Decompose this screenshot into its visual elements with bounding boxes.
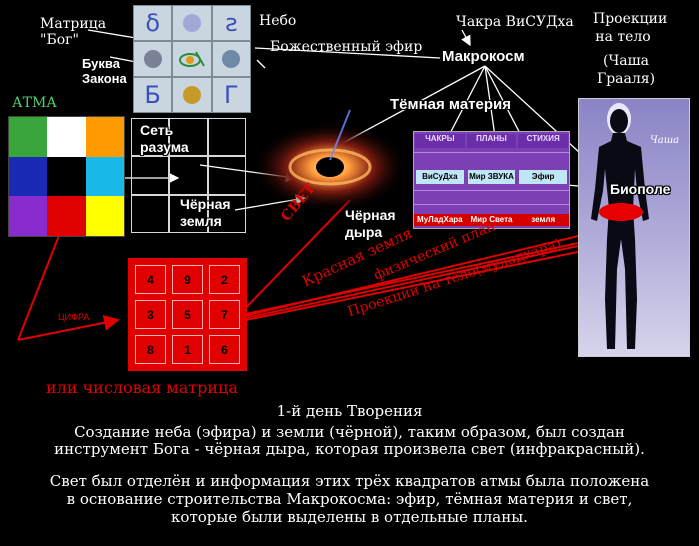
digit-label: ЦИФРА (58, 312, 90, 322)
letter-matrix: δ ƨ Б Г (133, 5, 251, 113)
chakra-label: Чакра ВиСУДха (456, 14, 574, 30)
table-row (414, 190, 569, 203)
table-header-cell: СТИХИЯ (518, 134, 569, 148)
caption-para2-line2: в основание строительства Макрокосма: эф… (66, 490, 633, 508)
number-cell: 9 (172, 265, 203, 294)
table-cell: МуЛадХара (417, 215, 463, 224)
atma-cell-blue (9, 156, 48, 197)
sky-label: Небо (259, 13, 297, 29)
number-matrix-label: или числовая матрица (46, 378, 238, 397)
table-cell: Мир Света (470, 215, 513, 224)
number-cell: 3 (135, 300, 166, 329)
net-of-reason-label: Сеть разума (140, 122, 189, 155)
eye-icon (172, 41, 212, 77)
atma-cell-green (9, 117, 48, 157)
table-row (414, 152, 569, 165)
atma-cell-cyan (85, 156, 124, 197)
number-cell: 4 (135, 265, 166, 294)
caption-para1-line2: инструмент Бога - чёрная дыра, которая п… (54, 440, 645, 458)
letter-law-label: Буква Закона (82, 56, 127, 86)
table-header-cell: ЧАКРЫ (415, 134, 465, 148)
atma-cell-purple (9, 196, 48, 236)
letter-cell-dot (172, 5, 212, 41)
number-matrix: 4 9 2 3 5 7 8 1 6 (128, 258, 247, 371)
atma-cell-yellow (85, 196, 124, 236)
atma-cell-white (47, 117, 86, 157)
biopole-label: Биополе (610, 181, 671, 197)
plans-table: ЧАКРЫ ПЛАНЫ СТИХИЯ ВиСуДха Мир ЗВУКА Эфи… (413, 131, 570, 229)
grail-label: (Чаша Грааля) (596, 53, 656, 87)
letter-cell-dot (133, 41, 173, 77)
number-cell: 7 (209, 300, 240, 329)
table-cell: земля (531, 215, 556, 224)
body-projections-label: Проекции на тело (593, 11, 668, 45)
black-hole-label: Чёрная дыра (345, 207, 396, 240)
chasha-label: Чаша (650, 135, 680, 146)
table-row (414, 204, 569, 215)
net-of-reason-grid (131, 118, 246, 233)
atma-cell-orange (85, 117, 124, 157)
body-projection-image (578, 98, 690, 357)
black-earth-label: Чёрная земля (180, 196, 231, 229)
number-cell: 1 (172, 335, 203, 364)
matrix-god-label: Матрица "Бог" (40, 16, 107, 48)
caption-para1-line1: Создание неба (эфира) и земли (чёрной), … (74, 423, 625, 441)
letter-cell-delta: δ (133, 5, 173, 41)
table-cell: Мир ЗВУКА (467, 170, 516, 184)
number-cell: 8 (135, 335, 166, 364)
table-cell: ВиСуДха (416, 170, 464, 184)
caption-para2-line1: Свет был отделён и информация этих трёх … (49, 472, 650, 490)
atma-label: АТМА (12, 95, 57, 111)
caption-title: 1-й день Творения (276, 402, 423, 420)
dark-matter-label: Тёмная материя (390, 96, 511, 113)
table-header-cell: ПЛАНЫ (466, 134, 517, 148)
caption-para2-line3: которые были выделены в отдельные планы. (171, 508, 528, 526)
table-row: МуЛадХара Мир Света земля (414, 214, 569, 226)
letter-cell-dot (172, 77, 212, 113)
table-row: ВиСуДха Мир ЗВУКА Эфир (414, 170, 569, 184)
atma-cell-black (47, 156, 86, 197)
body-silhouette-icon (591, 103, 649, 349)
table-cell: Эфир (519, 170, 568, 184)
number-cell: 5 (172, 300, 203, 329)
macrocosm-label: Макрокосм (442, 48, 525, 65)
table-header-row: ЧАКРЫ ПЛАНЫ СТИХИЯ (414, 134, 569, 148)
number-cell: 6 (209, 335, 240, 364)
atma-color-grid (8, 116, 125, 237)
letter-cell-s: ƨ (211, 5, 251, 41)
letter-cell-b: Б (133, 77, 173, 113)
number-cell: 2 (209, 265, 240, 294)
letter-cell-g: Г (211, 77, 251, 113)
atma-cell-red (47, 196, 86, 236)
letter-cell-dot (211, 41, 251, 77)
black-hole-image (252, 109, 408, 212)
divine-ether-label: Божественный эфир (270, 39, 423, 55)
